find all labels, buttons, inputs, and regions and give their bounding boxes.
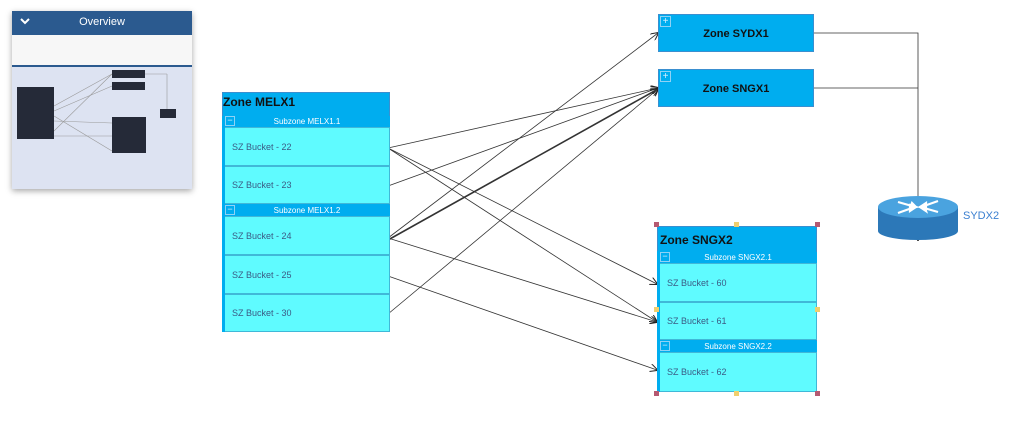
edge-23-sngx1 <box>387 88 658 187</box>
collapse-icon[interactable]: − <box>225 205 235 215</box>
zone-melx1-leftbar <box>222 116 225 332</box>
edge-22-sngx1 <box>387 88 658 149</box>
edge-25-62 <box>387 275 657 370</box>
resize-handle-e[interactable] <box>815 307 820 312</box>
zone-sngx1[interactable]: + Zone SNGX1 <box>658 69 814 107</box>
subzone-label: Subzone MELX1.2 <box>273 206 341 215</box>
edge-sydx1-router <box>814 32 918 240</box>
resize-handle-ne[interactable] <box>815 222 820 227</box>
bucket-62[interactable]: SZ Bucket - 62 <box>660 352 817 392</box>
edge-22-60 <box>387 147 657 284</box>
subzone-label: Subzone SNGX2.1 <box>704 253 772 262</box>
resize-handle-sw[interactable] <box>654 391 659 396</box>
bucket-61[interactable]: SZ Bucket - 61 <box>660 302 817 340</box>
bucket-60[interactable]: SZ Bucket - 60 <box>660 263 817 302</box>
zone-sydx1[interactable]: + Zone SYDX1 <box>658 14 814 52</box>
edge-22-61 <box>387 147 657 322</box>
edge-24-sngx1-a <box>387 89 658 241</box>
bucket-label: SZ Bucket - 24 <box>232 230 292 241</box>
bucket-24[interactable]: SZ Bucket - 24 <box>225 216 390 255</box>
subzone-sngx2-2[interactable]: − Subzone SNGX2.2 <box>659 341 817 352</box>
edge-24-sydx1 <box>387 33 658 239</box>
subzone-label: Subzone MELX1.1 <box>273 117 341 126</box>
zone-sngx1-title: Zone SNGX1 <box>702 83 770 95</box>
edge-24-61 <box>387 237 657 322</box>
overview-panel: Overview <box>12 11 192 189</box>
expand-icon[interactable]: + <box>660 71 671 82</box>
overview-strip <box>12 35 192 67</box>
router-label: SYDX2 <box>963 210 1000 222</box>
subzone-melx1-1[interactable]: − Subzone MELX1.1 <box>224 116 390 127</box>
overview-title: Overview <box>79 16 125 28</box>
bucket-25[interactable]: SZ Bucket - 25 <box>225 255 390 294</box>
expand-icon[interactable]: + <box>660 16 671 27</box>
bucket-label: SZ Bucket - 30 <box>232 308 292 318</box>
bucket-label: SZ Bucket - 60 <box>667 277 727 288</box>
subzone-label: Subzone SNGX2.2 <box>704 342 772 351</box>
zone-sngx2-title: Zone SNGX2 <box>660 233 733 247</box>
resize-handle-n[interactable] <box>734 222 739 227</box>
overview-minimap[interactable] <box>12 11 192 189</box>
bucket-label: SZ Bucket - 23 <box>232 180 292 190</box>
collapse-icon[interactable]: − <box>660 341 670 351</box>
subzone-sngx2-1[interactable]: − Subzone SNGX2.1 <box>659 252 817 263</box>
bucket-30[interactable]: SZ Bucket - 30 <box>225 294 390 332</box>
collapse-icon[interactable]: − <box>225 116 235 126</box>
resize-handle-s[interactable] <box>734 391 739 396</box>
resize-handle-se[interactable] <box>815 391 820 396</box>
resize-handle-w[interactable] <box>654 307 659 312</box>
bucket-label: SZ Bucket - 61 <box>667 316 727 326</box>
zone-sngx2-leftbar <box>657 251 660 392</box>
chevron-down-icon[interactable] <box>19 15 31 29</box>
collapse-icon[interactable]: − <box>660 252 670 262</box>
edge-30-sngx1 <box>387 89 658 315</box>
bucket-label: SZ Bucket - 25 <box>232 269 292 280</box>
zone-melx1-title: Zone MELX1 <box>223 95 296 109</box>
bucket-22[interactable]: SZ Bucket - 22 <box>225 127 390 166</box>
resize-handle-nw[interactable] <box>654 222 659 227</box>
bucket-23[interactable]: SZ Bucket - 23 <box>225 166 390 204</box>
bucket-label: SZ Bucket - 22 <box>232 141 292 152</box>
bucket-label: SZ Bucket - 62 <box>667 367 727 377</box>
subzone-melx1-2[interactable]: − Subzone MELX1.2 <box>224 205 390 216</box>
router-icon[interactable] <box>876 195 960 241</box>
overview-header[interactable]: Overview <box>12 11 192 35</box>
zone-sydx1-title: Zone SYDX1 <box>703 28 769 40</box>
